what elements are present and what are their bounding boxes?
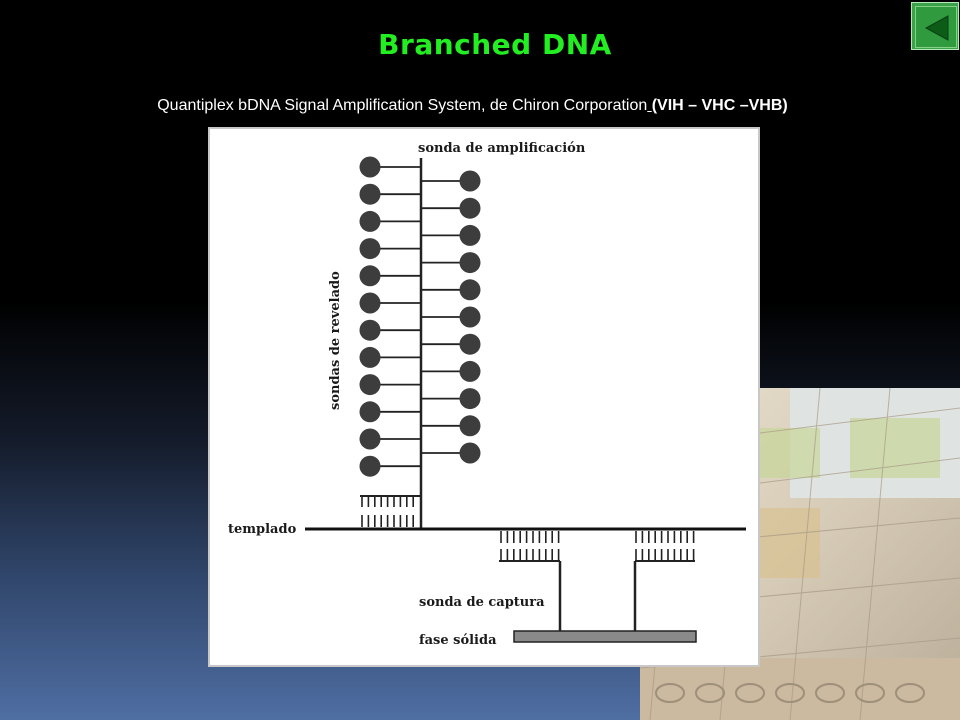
back-button-face[interactable]	[915, 6, 957, 48]
reporter-probe-left	[359, 265, 421, 287]
solid-phase-bar	[513, 630, 697, 643]
label-capture-probe: sonda de captura	[419, 595, 545, 610]
reporter-probes-right	[421, 170, 481, 464]
reporter-probe-left	[359, 183, 421, 205]
reporter-probe-left	[359, 210, 421, 232]
reporter-probe-right	[421, 279, 481, 301]
reporter-probe-right	[421, 442, 481, 464]
reporter-probe-right	[421, 252, 481, 274]
back-button[interactable]	[911, 2, 959, 50]
reporter-probe-left	[359, 374, 421, 396]
subtitle-viruses: (VIH – VHC –VHB)	[651, 97, 788, 114]
label-amplification-probe: sonda de amplificación	[418, 141, 586, 156]
bdna-diagram-svg: sonda de amplificación sondas de revelad…	[228, 141, 746, 648]
reporter-probe-left	[359, 346, 421, 368]
amplifier-hybridization-ticks	[361, 496, 414, 527]
reporter-probe-right	[421, 306, 481, 328]
bdna-diagram: sonda de amplificación sondas de revelad…	[208, 127, 760, 667]
capture-hybridization-ticks-left	[500, 531, 560, 561]
reporter-probe-left	[359, 428, 421, 450]
reporter-probe-right	[421, 388, 481, 410]
label-template: templado	[228, 522, 297, 537]
label-reporter-probes: sondas de revelado	[328, 271, 343, 410]
reporter-probe-left	[359, 319, 421, 341]
reporter-probe-left	[359, 292, 421, 314]
reporter-probe-right	[421, 170, 481, 192]
reporter-probe-left	[359, 238, 421, 260]
slide-title: Branched DNA	[378, 28, 612, 61]
slide-subtitle: Quantiplex bDNA Signal Amplification Sys…	[0, 97, 945, 115]
reporter-probe-right	[421, 197, 481, 219]
capture-hybridization-ticks-right	[635, 531, 695, 561]
reporter-probe-right	[421, 224, 481, 246]
reporter-probe-left	[359, 156, 421, 178]
reporter-probe-right	[421, 415, 481, 437]
reporter-probe-right	[421, 360, 481, 382]
reporter-probe-left	[359, 401, 421, 423]
reporter-probes-left	[359, 156, 421, 477]
subtitle-main: Quantiplex bDNA Signal Amplification Sys…	[157, 97, 648, 114]
label-solid-phase: fase sólida	[419, 633, 497, 648]
back-triangle-icon	[924, 15, 949, 41]
reporter-probe-left	[359, 455, 421, 477]
reporter-probe-right	[421, 333, 481, 355]
